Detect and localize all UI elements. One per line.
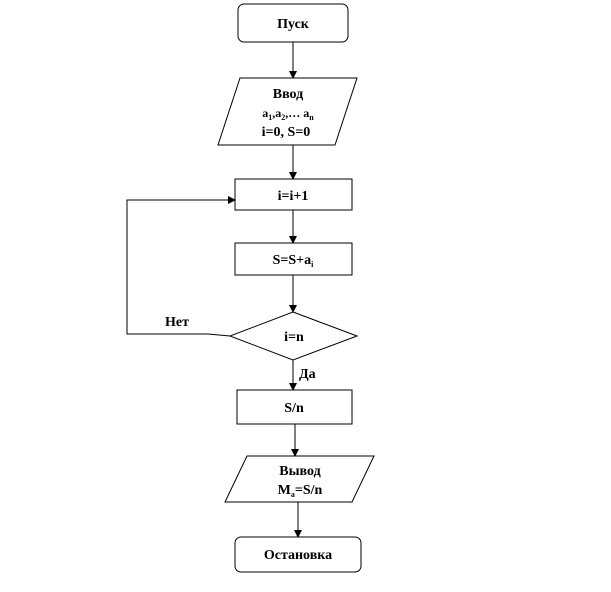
condition-label: i=n bbox=[284, 330, 304, 345]
condition-node: i=n bbox=[228, 311, 359, 361]
output-formula: Ma=S/n bbox=[278, 483, 323, 499]
increment-label: i=i+1 bbox=[278, 189, 309, 204]
input-sequence: a1,a2,… an bbox=[262, 106, 314, 122]
increment-shape bbox=[234, 178, 353, 211]
input-title: Ввод bbox=[273, 87, 303, 102]
no-label: Нет bbox=[165, 315, 189, 330]
output-shape bbox=[224, 455, 375, 503]
arrow-loop-no bbox=[126, 196, 236, 335]
accumulate-node: S=S+ai bbox=[234, 242, 353, 276]
input-shape bbox=[217, 77, 358, 146]
start-label: Пуск bbox=[277, 17, 310, 32]
input-node: Ввод a1,a2,… an i=0, S=0 bbox=[217, 77, 358, 146]
stop-label: Остановка bbox=[264, 548, 332, 563]
increment-node: i=i+1 bbox=[234, 178, 353, 211]
output-title: Вывод bbox=[279, 464, 320, 479]
accumulate-shape bbox=[234, 242, 353, 276]
stop-node: Остановка bbox=[234, 536, 362, 573]
accumulate-label: S=S+ai bbox=[273, 253, 315, 269]
output-node: Вывод Ma=S/n bbox=[224, 455, 375, 503]
yes-label: Да bbox=[299, 367, 316, 382]
input-init: i=0, S=0 bbox=[262, 125, 311, 140]
no-branch-connector bbox=[207, 333, 231, 337]
divide-node: S/n bbox=[236, 389, 353, 425]
divide-label: S/n bbox=[284, 401, 304, 416]
stop-shape bbox=[234, 536, 362, 573]
start-node: Пуск bbox=[237, 3, 349, 43]
